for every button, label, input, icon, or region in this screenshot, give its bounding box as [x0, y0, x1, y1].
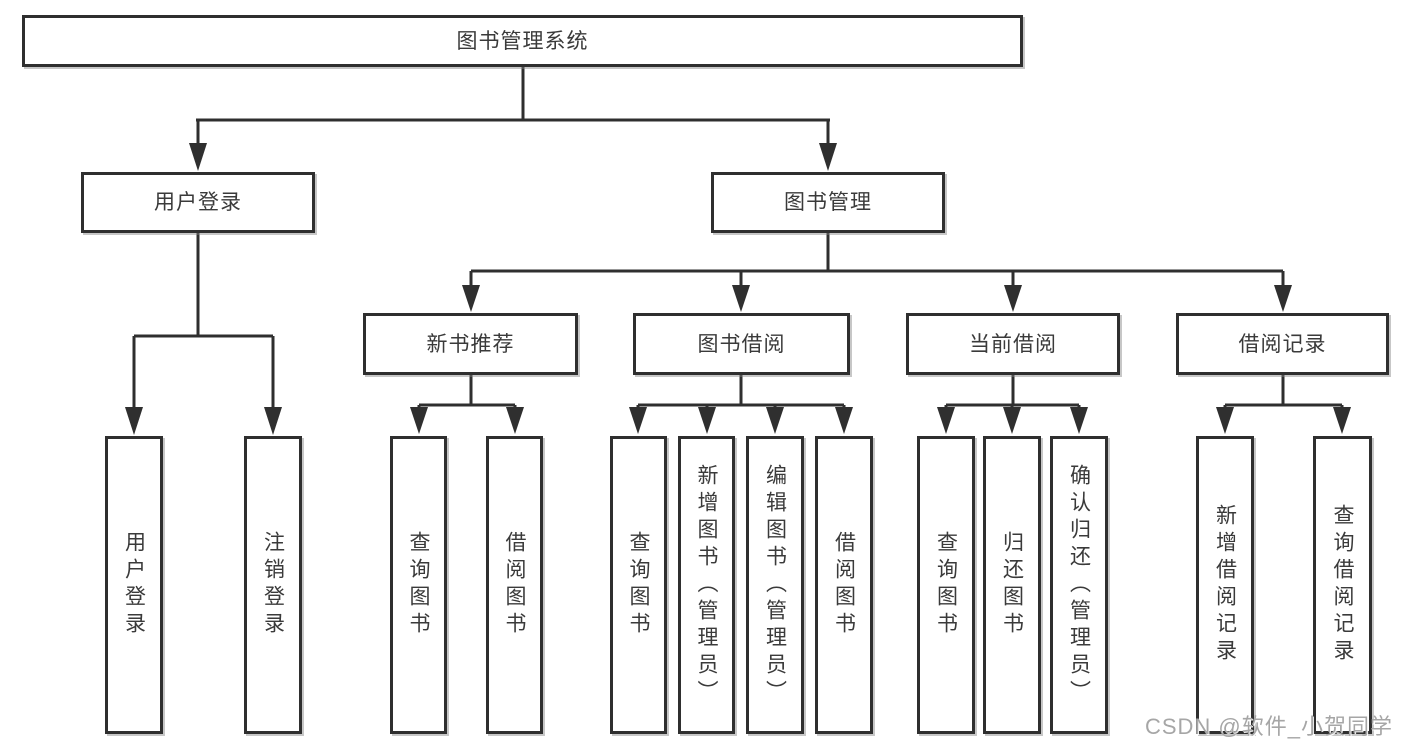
- leaf-query-books-current: 查询图书: [917, 436, 975, 734]
- node-library-system: 图书管理系统: [22, 15, 1023, 67]
- leaf-borrow-books-recommend: 借阅图书: [486, 436, 543, 734]
- connector-paths: [132, 67, 1344, 408]
- node-label: 用户登录: [154, 191, 242, 214]
- node-label: 图书管理: [784, 191, 872, 214]
- node-label: 查询图书: [627, 531, 650, 639]
- node-label: 新书推荐: [426, 332, 515, 356]
- csdn-watermark: CSDN @软件_小贺同学: [1144, 714, 1393, 739]
- node-label: 新增图书（管理员）: [695, 463, 718, 707]
- leaf-add-borrow-record: 新增借阅记录: [1196, 436, 1254, 734]
- leaf-query-books-borrow: 查询图书: [610, 436, 667, 734]
- node-label: 查询图书: [934, 531, 958, 639]
- node-label: 图书借阅: [697, 332, 786, 356]
- arrowheads: [125, 143, 1351, 435]
- node-borrowing-records: 借阅记录: [1176, 313, 1389, 375]
- node-label: 归还图书: [1000, 531, 1024, 639]
- leaf-return-books: 归还图书: [983, 436, 1041, 734]
- leaf-borrow-books: 借阅图书: [815, 436, 873, 734]
- leaf-query-borrow-record: 查询借阅记录: [1313, 436, 1372, 734]
- node-label: 查询图书: [407, 531, 430, 639]
- leaf-logout: 注销登录: [244, 436, 302, 734]
- node-label: 注销登录: [261, 531, 285, 639]
- node-label: 当前借阅: [969, 332, 1057, 356]
- node-new-book-recommend: 新书推荐: [363, 313, 578, 375]
- node-label: 确认归还（管理员）: [1067, 463, 1091, 707]
- node-label: 新增借阅记录: [1213, 504, 1237, 666]
- node-label: 用户登录: [122, 531, 146, 639]
- node-label: 图书管理系统: [456, 29, 589, 53]
- node-user-login-branch: 用户登录: [81, 172, 315, 233]
- node-label: 查询借阅记录: [1331, 504, 1354, 666]
- leaf-query-books-recommend: 查询图书: [390, 436, 447, 734]
- leaf-user-login: 用户登录: [105, 436, 163, 734]
- node-label: 借阅图书: [832, 531, 856, 639]
- node-label: 编辑图书（管理员）: [763, 463, 787, 707]
- leaf-confirm-return-admin: 确认归还（管理员）: [1050, 436, 1108, 734]
- node-label: 借阅图书: [503, 531, 526, 639]
- leaf-add-book-admin: 新增图书（管理员）: [678, 436, 735, 734]
- node-book-management-branch: 图书管理: [711, 172, 945, 233]
- node-label: 借阅记录: [1238, 332, 1327, 356]
- node-current-borrowing: 当前借阅: [906, 313, 1120, 375]
- leaf-edit-book-admin: 编辑图书（管理员）: [746, 436, 804, 734]
- node-book-borrowing: 图书借阅: [633, 313, 850, 375]
